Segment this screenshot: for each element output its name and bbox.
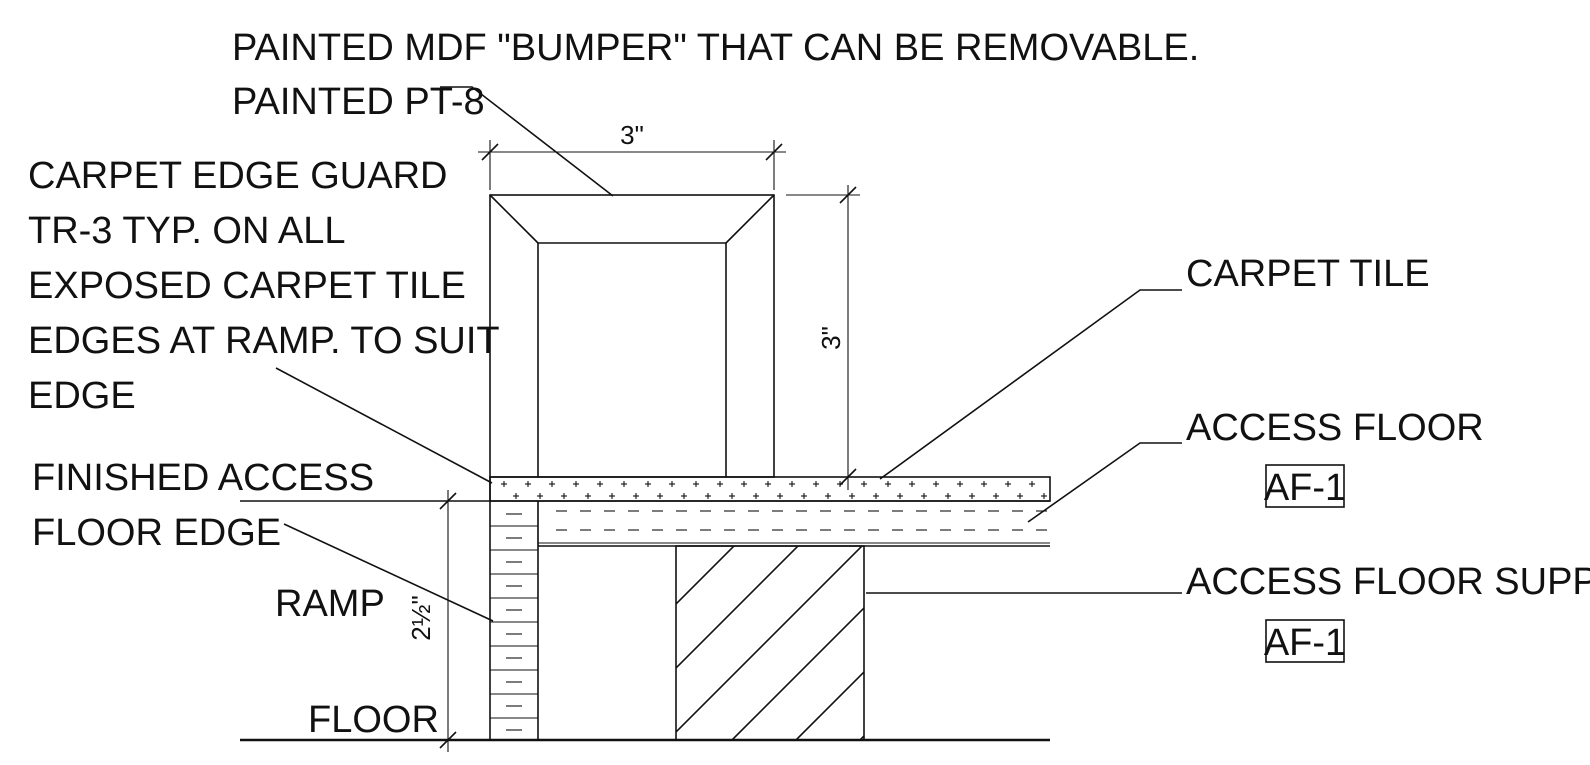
dimension-bumper-width: 3" <box>478 120 786 190</box>
access-floor-support <box>675 545 865 741</box>
dimension-ramp-height: 2½" <box>406 490 457 752</box>
finished-edge-stack <box>489 477 539 740</box>
supports-label: ACCESS FLOOR SUPPORTS <box>1186 561 1590 603</box>
bumper-width-dim-text: 3" <box>620 120 644 150</box>
floor-label: FLOOR <box>308 699 439 741</box>
edge-guard-line3: EXPOSED CARPET TILE <box>28 265 466 307</box>
finished-edge-line1: FINISHED ACCESS <box>32 457 374 499</box>
supports-tag-box <box>1265 619 1345 663</box>
bumper-height-dim-text: 3" <box>816 326 846 350</box>
leader-lines <box>275 86 1182 622</box>
ramp-height-dim-text: 2½" <box>406 595 436 640</box>
bumper-note-line2: PAINTED PT-8 <box>232 81 485 123</box>
access-floor-dash-pattern <box>556 510 1047 531</box>
edge-guard-line2: TR-3 TYP. ON ALL <box>28 210 346 252</box>
dimension-bumper-height: 3" <box>786 185 860 490</box>
edge-guard-line1: CARPET EDGE GUARD <box>28 155 447 197</box>
carpet-tile-layer <box>489 476 1051 502</box>
access-floor-tag-box <box>1265 464 1345 508</box>
access-floor-panel <box>240 500 1050 547</box>
edge-guard-line5: EDGE <box>28 375 136 417</box>
edge-guard-line4: EDGES AT RAMP. TO SUIT <box>28 320 500 362</box>
access-floor-tag: AF-1 <box>1264 467 1346 509</box>
carpet-hatch-pattern <box>501 481 1047 499</box>
edge-stack-rows <box>490 513 538 731</box>
bumper-note-line1: PAINTED MDF "BUMPER" THAT CAN BE REMOVAB… <box>232 27 1199 69</box>
access-floor-label: ACCESS FLOOR <box>1186 407 1484 449</box>
ramp-label: RAMP <box>275 583 385 625</box>
mdf-bumper <box>489 194 775 478</box>
finished-edge-line2: FLOOR EDGE <box>32 512 281 554</box>
carpet-tile-label: CARPET TILE <box>1186 253 1430 295</box>
supports-tag: AF-1 <box>1264 622 1346 664</box>
